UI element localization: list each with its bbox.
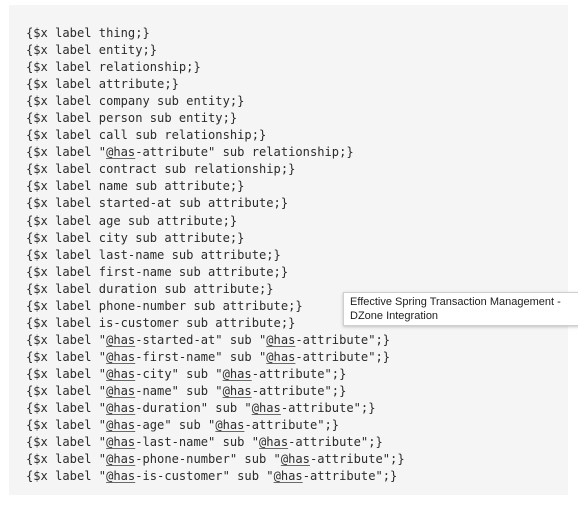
code-line: {$x label "@has-duration" sub "@has-attr… [26,401,376,416]
code-line: {$x label relationship;} [26,60,201,75]
code-line: {$x label "@has-age" sub "@has-attribute… [26,418,340,433]
code-line: {$x label company sub entity;} [26,94,245,109]
code-line: {$x label contract sub relationship;} [26,162,296,177]
tooltip-title-line-2: DZone Integration [350,310,439,322]
code-line: {$x label started-at sub attribute;} [26,196,289,211]
tooltip-title-line-1: Effective Spring Transaction Management … [350,296,561,308]
code-line: {$x label "@has-first-name" sub "@has-at… [26,349,391,364]
code-line: {$x label entity;} [26,43,158,58]
code-line: {$x label first-name sub attribute;} [26,264,289,279]
has-link[interactable]: @has [266,349,296,364]
has-link[interactable]: @has [106,435,136,450]
has-link[interactable]: @has [106,349,136,364]
has-link[interactable]: @has [106,452,136,467]
has-link[interactable]: @has [106,418,136,433]
code-line: {$x label "@has-attribute" sub relations… [26,145,354,160]
has-link[interactable]: @has [266,332,296,347]
has-link[interactable]: @has [106,401,136,416]
code-line: {$x label "@has-is-customer" sub "@has-a… [26,469,398,484]
link-tooltip: Effective Spring Transaction Management … [343,292,578,326]
has-link[interactable]: @has [222,366,252,381]
code-line: {$x label name sub attribute;} [26,179,245,194]
code-line: {$x label "@has-last-name" sub "@has-att… [26,435,383,450]
code-line: {$x label duration sub attribute;} [26,281,274,296]
code-line: {$x label "@has-city" sub "@has-attribut… [26,366,347,381]
code-line: {$x label city sub attribute;} [26,230,245,245]
code-line: {$x label person sub entity;} [26,111,238,126]
has-link[interactable]: @has [106,332,136,347]
has-link[interactable]: @has [106,145,136,160]
code-line: {$x label last-name sub attribute;} [26,247,281,262]
code-line: {$x label thing;} [26,26,150,40]
has-link[interactable]: @has [273,469,303,484]
has-link[interactable]: @has [106,366,136,381]
code-line: {$x label "@has-started-at" sub "@has-at… [26,332,391,347]
code-lines: {$x label thing;} {$x label entity;} {$x l… [26,25,568,485]
code-block: {$x label thing;} {$x label entity;} {$x l… [9,5,568,495]
has-link[interactable]: @has [251,401,281,416]
has-link[interactable]: @has [259,435,289,450]
code-line: {$x label phone-number sub attribute;} [26,298,303,313]
has-link[interactable]: @has [106,383,136,398]
code-line: {$x label "@has-phone-number" sub "@has-… [26,452,405,467]
code-line: {$x label is-customer sub attribute;} [26,315,296,330]
code-line: {$x label call sub relationship;} [26,128,267,143]
has-link[interactable]: @has [280,452,310,467]
code-line: {$x label age sub attribute;} [26,213,238,228]
has-link[interactable]: @has [215,418,245,433]
code-line: {$x label attribute;} [26,77,179,92]
code-line: {$x label "@has-name" sub "@has-attribut… [26,383,347,398]
has-link[interactable]: @has [106,469,136,484]
has-link[interactable]: @has [222,383,252,398]
